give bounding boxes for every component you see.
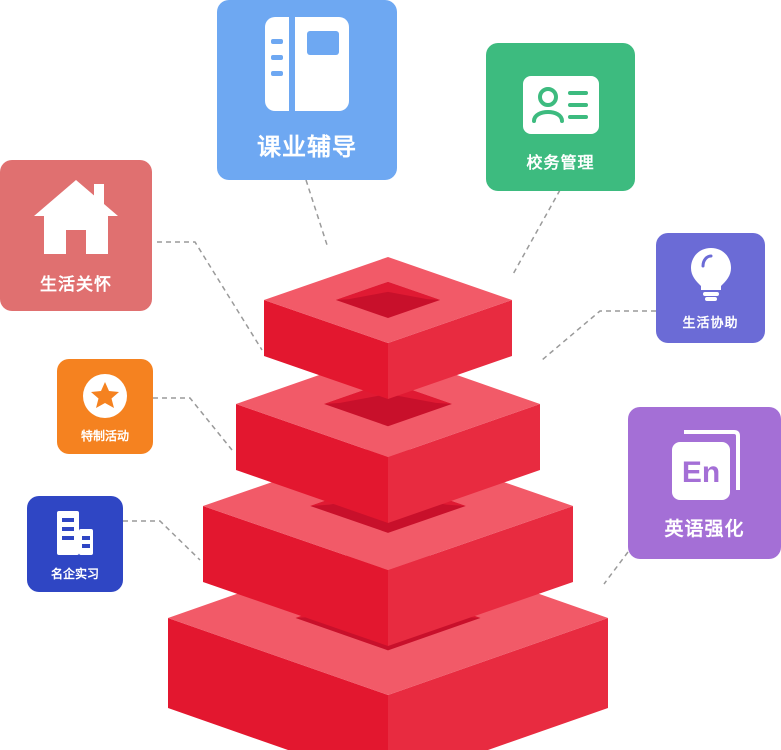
id-card-icon (522, 76, 599, 134)
module-label: 名企实习 (50, 567, 99, 581)
module-card-life-care[interactable]: 生活关怀 (0, 160, 152, 311)
module-label: 课业辅导 (257, 133, 357, 161)
lightbulb-icon (690, 248, 731, 301)
connector-life-care (157, 241, 263, 351)
connector-school (511, 189, 561, 277)
pyramid-layer-4-left-face (264, 300, 388, 399)
pyramid-layer-4-right-face (388, 300, 512, 399)
connector-activity (153, 397, 233, 451)
connector-homework (305, 179, 329, 249)
pyramid-layer-2-left-face (203, 506, 388, 646)
module-card-english[interactable]: En 英语强化 (628, 407, 781, 559)
connector-english (603, 551, 629, 585)
module-card-homework[interactable]: 课业辅导 (217, 0, 397, 180)
english-icon-text: En (681, 456, 719, 489)
notebook-icon (265, 17, 349, 111)
module-label: 生活关怀 (40, 275, 112, 295)
english-book-icon: En (671, 430, 740, 500)
module-label: 特制活动 (80, 429, 129, 443)
house-icon (34, 180, 118, 254)
pyramid-layer-4-hole-wall (335, 281, 441, 300)
module-card-activity[interactable]: 特制活动 (57, 359, 153, 454)
pyramid-layer-3-right-face (388, 404, 540, 523)
module-label: 校务管理 (526, 153, 595, 172)
module-card-school[interactable]: 校务管理 (486, 43, 635, 191)
pyramid-layer-1-left-face (168, 618, 388, 750)
pyramid-layer-1-right-face (388, 618, 608, 750)
pyramid-layer-3-left-face (236, 404, 388, 523)
module-label: 英语强化 (664, 518, 745, 540)
module-card-intern[interactable]: 名企实习 (27, 496, 123, 592)
building-icon (57, 511, 93, 555)
pyramid-layer-2-right-face (388, 506, 573, 646)
connector-life-help (541, 310, 656, 361)
module-label: 生活协助 (682, 316, 739, 331)
star-badge-icon (83, 374, 127, 418)
connector-intern (123, 520, 201, 561)
module-card-life-help[interactable]: 生活协助 (656, 233, 765, 343)
